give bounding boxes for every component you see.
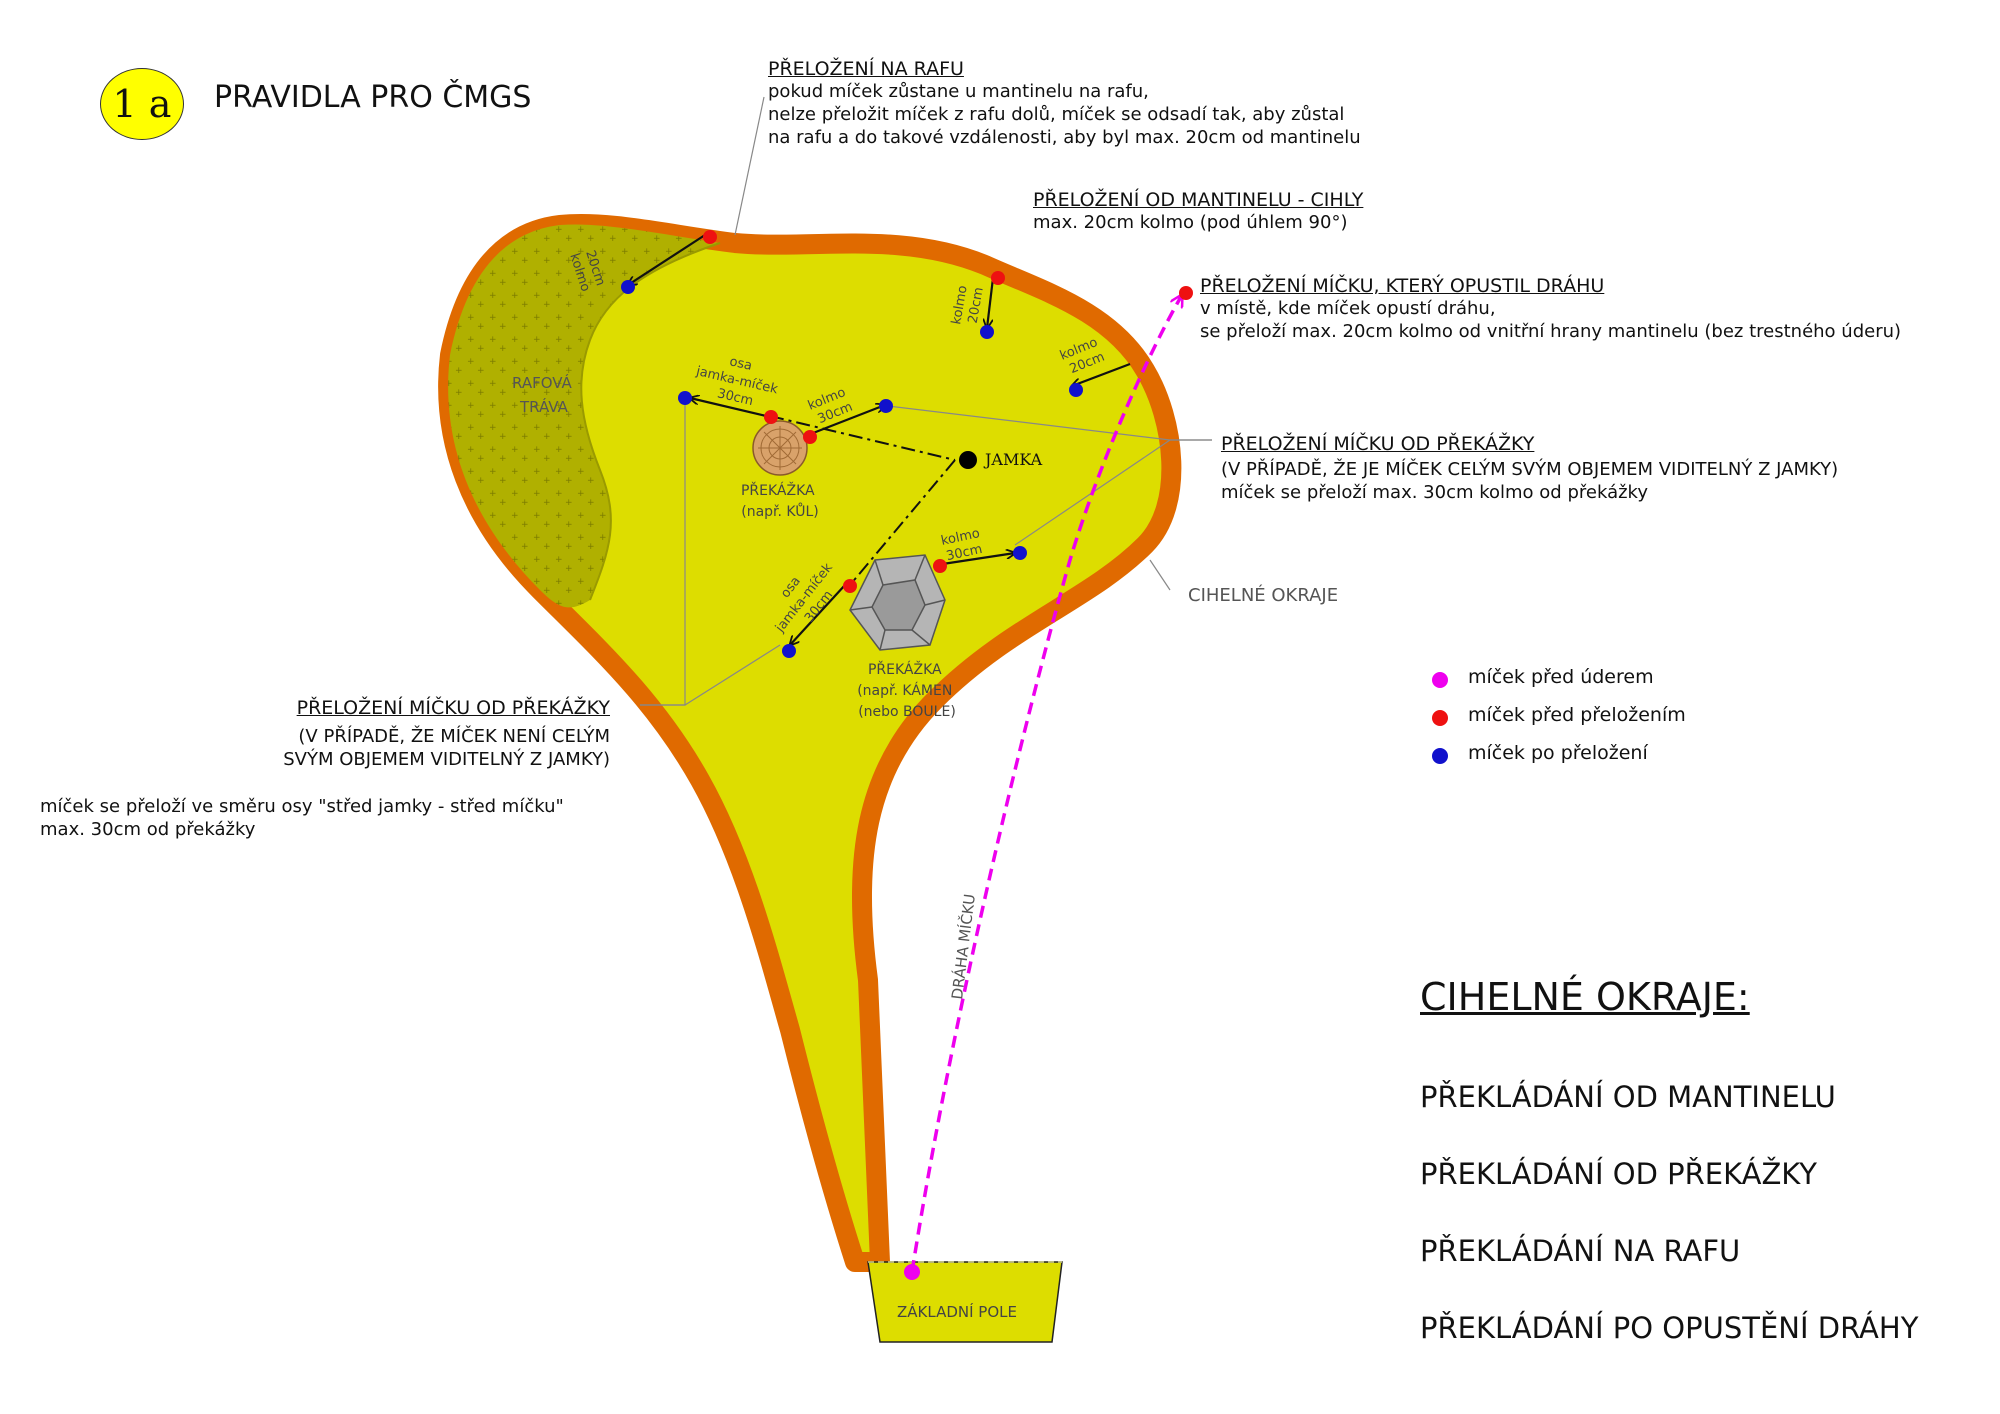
note-obstacle-hidden-rule: míček se přeloží ve směru osy "střed jam… xyxy=(40,795,564,841)
note-rafu-line: pokud míček zůstane u mantinelu na rafu, xyxy=(768,81,1149,102)
ball-before-move xyxy=(843,579,857,593)
ball-before-move xyxy=(1179,286,1193,300)
badge-label: 1 a xyxy=(112,82,172,126)
fairway xyxy=(438,214,1182,1272)
note-obstacle-hidden-note: míček se přeloží ve směru osy "střed jam… xyxy=(40,796,564,817)
note-opustil-heading: PŘELOŽENÍ MÍČKU, KTERÝ OPUSTIL DRÁHU xyxy=(1200,275,1605,297)
legend-label: míček po přeložení xyxy=(1468,742,1648,764)
rough-area xyxy=(448,224,720,608)
ball-after-move xyxy=(980,325,994,339)
note-obstacle-hidden-line: SVÝM OBJEMEM VIDITELNÝ Z JAMKY) xyxy=(283,749,610,770)
note-obstacle-hidden-heading: PŘELOŽENÍ MÍČKU OD PŘEKÁŽKY xyxy=(296,697,610,719)
note-obstacle-hidden-note: max. 30cm od překážky xyxy=(40,819,256,840)
note-rafu-line: nelze přeložit míček z rafu dolů, míček … xyxy=(768,104,1345,125)
page-title: PRAVIDLA PRO ČMGS xyxy=(214,80,532,115)
ball-path xyxy=(910,295,1182,1273)
ball-before-move xyxy=(803,430,817,444)
note-obstacle-visible-line: míček se přeloží max. 30cm kolmo od přek… xyxy=(1221,482,1648,503)
note-rafu-line: na rafu a do takové vzdálenosti, aby byl… xyxy=(768,127,1361,148)
ball-after-move xyxy=(678,391,692,405)
summary-item: PŘEKLÁDÁNÍ PO OPUSTĚNÍ DRÁHY xyxy=(1420,1311,1919,1345)
wall-distance-label-a: kolmo 20cm xyxy=(949,280,987,328)
ball-after-move xyxy=(782,644,796,658)
base-field-label: ZÁKLADNÍ POLE xyxy=(897,1302,1017,1321)
jamka-label: JAMKA xyxy=(983,450,1043,469)
legend-label: míček před úderem xyxy=(1468,666,1654,688)
rafova-label: RAFOVÁ xyxy=(512,373,573,392)
balls xyxy=(621,230,1193,1280)
note-obstacle-hidden: PŘELOŽENÍ MÍČKU OD PŘEKÁŽKY (V PŘÍPADĚ, … xyxy=(240,697,610,771)
summary-item: PŘEKLÁDÁNÍ OD MANTINELU xyxy=(1420,1080,1836,1114)
ball-after-move xyxy=(879,399,893,413)
legend-dot-after-move xyxy=(1432,748,1448,764)
course-shape xyxy=(438,214,1182,1343)
move-arrows xyxy=(628,234,1131,645)
note-mantinel-line: max. 20cm kolmo (pod úhlem 90°) xyxy=(1033,212,1348,233)
perp-distance-label-b: kolmo 30cm xyxy=(940,525,989,564)
note-obstacle-hidden-line: (V PŘÍPADĚ, ŽE MÍČEK NENÍ CELÝM xyxy=(298,726,610,747)
hole xyxy=(959,451,977,469)
note-obstacle-visible-heading: PŘELOŽENÍ MÍČKU OD PŘEKÁŽKY xyxy=(1221,433,1535,455)
axis-lines xyxy=(769,415,956,586)
badge: 1 a xyxy=(100,68,184,140)
note-mantinel-heading: PŘELOŽENÍ OD MANTINELU - CIHLY xyxy=(1033,189,1364,211)
ball-before-move xyxy=(764,410,778,424)
note-rafu-heading: PŘELOŽENÍ NA RAFU xyxy=(768,58,964,80)
stone-obstacle xyxy=(849,554,946,651)
ball-before-shot xyxy=(904,1264,920,1280)
ball-before-move xyxy=(933,559,947,573)
ball-before-move xyxy=(703,230,717,244)
legend-dot-before-move xyxy=(1432,710,1448,726)
note-opustil: PŘELOŽENÍ MÍČKU, KTERÝ OPUSTIL DRÁHU v m… xyxy=(1200,275,1901,343)
summary-item: PŘEKLÁDÁNÍ OD PŘEKÁŽKY xyxy=(1420,1157,1818,1191)
legend-dot-before-shot xyxy=(1432,672,1448,688)
ball-after-move xyxy=(1069,383,1083,397)
legend-label: míček před přeložením xyxy=(1468,704,1686,726)
ball-before-move xyxy=(991,271,1005,285)
trava-label: TRÁVA xyxy=(519,397,569,416)
stone-label: PŘEKÁŽKA (např. KÁMEN (nebo BOULE) xyxy=(857,660,957,720)
stake-obstacle xyxy=(752,420,808,476)
ball-after-move xyxy=(1013,546,1027,560)
stake-label: PŘEKÁŽKA (např. KŮL) xyxy=(741,481,819,520)
note-rafu: PŘELOŽENÍ NA RAFU pokud míček zůstane u … xyxy=(768,58,1361,149)
base-field xyxy=(867,1261,1063,1343)
note-obstacle-visible-line: (V PŘÍPADĚ, ŽE JE MÍČEK CELÝM SVÝM OBJEM… xyxy=(1221,459,1839,480)
note-opustil-line: v místě, kde míček opustí dráhu, xyxy=(1200,298,1496,319)
note-obstacle-visible: PŘELOŽENÍ MÍČKU OD PŘEKÁŽKY (V PŘÍPADĚ, … xyxy=(1221,433,1838,504)
leader-lines xyxy=(640,96,1212,706)
summary-item: PŘEKLÁDÁNÍ NA RAFU xyxy=(1420,1234,1741,1268)
brick-edges-label: CIHELNÉ OKRAJE xyxy=(1188,585,1339,606)
summary-heading: CIHELNÉ OKRAJE: xyxy=(1420,975,1750,1019)
note-opustil-line: se přeloží max. 20cm kolmo od vnitřní hr… xyxy=(1200,321,1902,342)
note-mantinel: PŘELOŽENÍ OD MANTINELU - CIHLY max. 20cm… xyxy=(1033,189,1363,234)
ball-after-move xyxy=(621,280,635,294)
